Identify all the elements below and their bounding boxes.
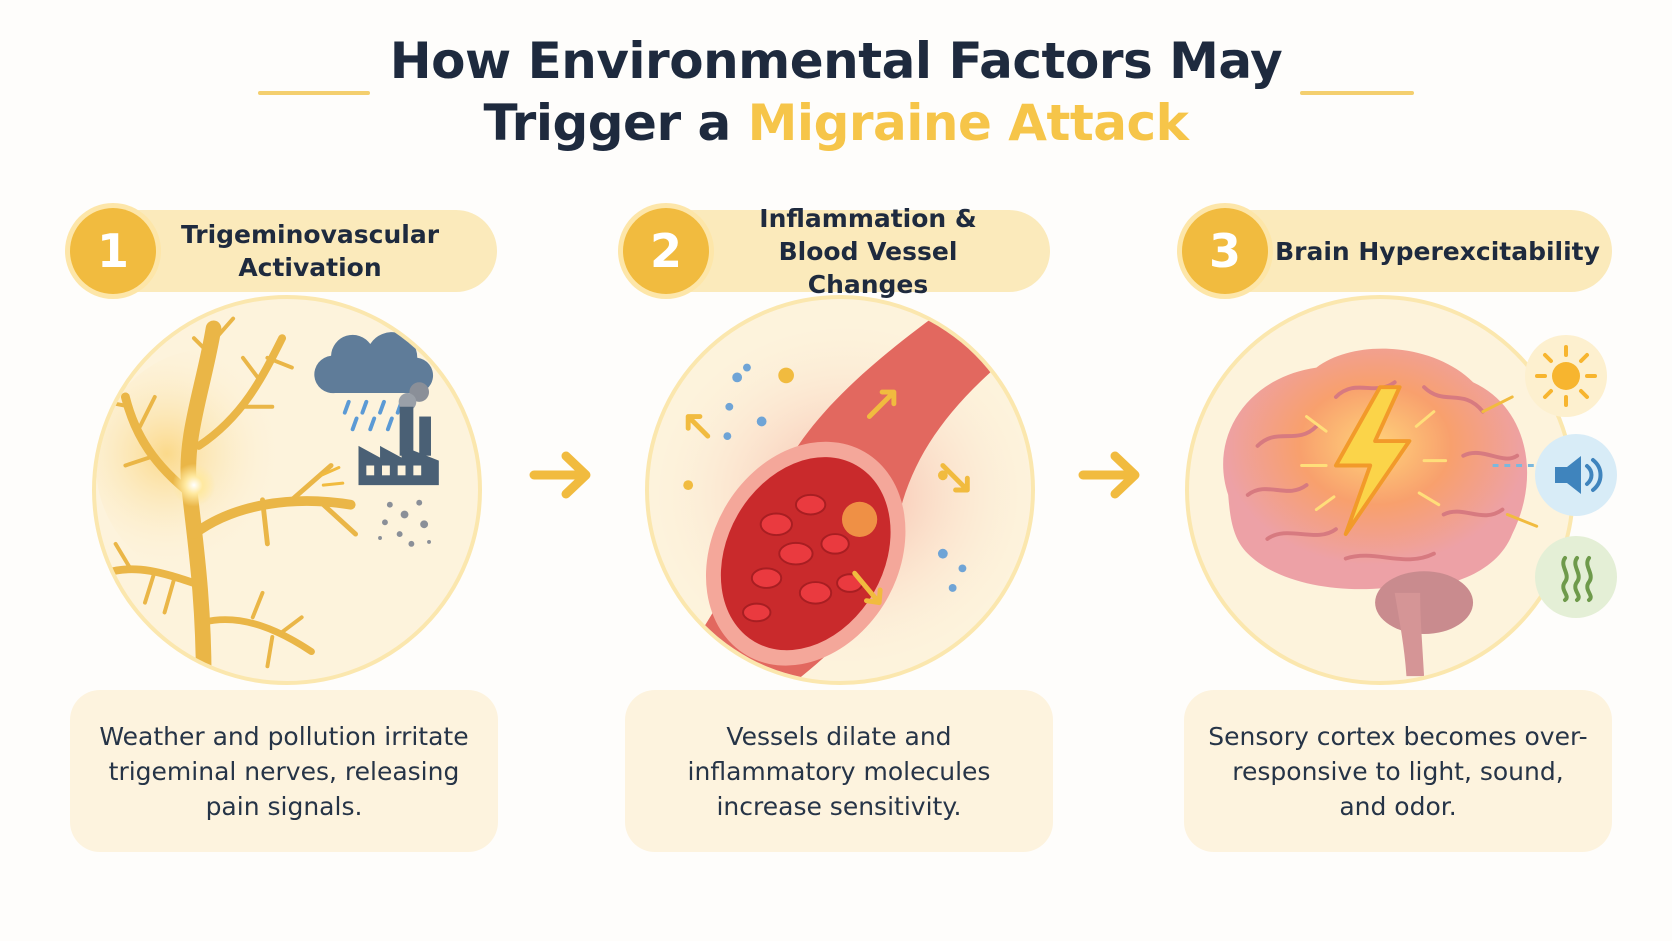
step-3-illustration <box>1185 295 1575 685</box>
blood-vessel-illustration <box>658 299 1031 681</box>
title-highlight: Migraine Attack <box>747 94 1189 152</box>
step-3-title: Brain Hyperexcitability <box>1275 236 1600 266</box>
arrow-step-1-to-2-icon <box>529 451 591 499</box>
speaker-icon <box>1535 434 1617 516</box>
nerve-illustration <box>96 316 439 681</box>
step-1-description-card: Weather and pollution irritate trigemina… <box>70 690 498 852</box>
step-1-number: 1 <box>70 208 156 294</box>
step-3-description-card: Sensory cortex becomes over-responsive t… <box>1184 690 1612 852</box>
rain-cloud-icon <box>314 332 434 432</box>
title-decoration-left <box>258 91 370 95</box>
title-decoration-right <box>1300 91 1414 95</box>
step-1-title: Trigeminovascular Activation <box>180 220 440 282</box>
title-line-1: How Environmental Factors May <box>389 32 1283 90</box>
step-2-number: 2 <box>623 208 709 294</box>
step-2-description: Vessels dilate and inflammatory molecule… <box>687 721 991 821</box>
step-3-number: 3 <box>1182 208 1268 294</box>
step-2-illustration <box>645 295 1035 685</box>
arrow-step-2-to-3-icon <box>1078 451 1140 499</box>
title-prefix: Trigger a <box>483 94 748 152</box>
page-title: How Environmental Factors May Trigger a … <box>0 30 1672 154</box>
step-2-title: Inflammation & Blood Vessel Changes <box>759 203 977 299</box>
pollution-particles-icon <box>378 499 431 547</box>
odor-waves-icon <box>1535 536 1617 618</box>
brain-illustration <box>1223 348 1542 677</box>
factory-icon <box>358 382 439 486</box>
step-1-description: Weather and pollution irritate trigemina… <box>99 721 469 821</box>
step-3-description: Sensory cortex becomes over-responsive t… <box>1208 721 1588 821</box>
step-1-illustration <box>92 295 482 685</box>
title-line-2: Trigger a Migraine Attack <box>0 92 1672 154</box>
step-2-description-card: Vessels dilate and inflammatory molecule… <box>625 690 1053 852</box>
sun-icon <box>1525 335 1607 417</box>
